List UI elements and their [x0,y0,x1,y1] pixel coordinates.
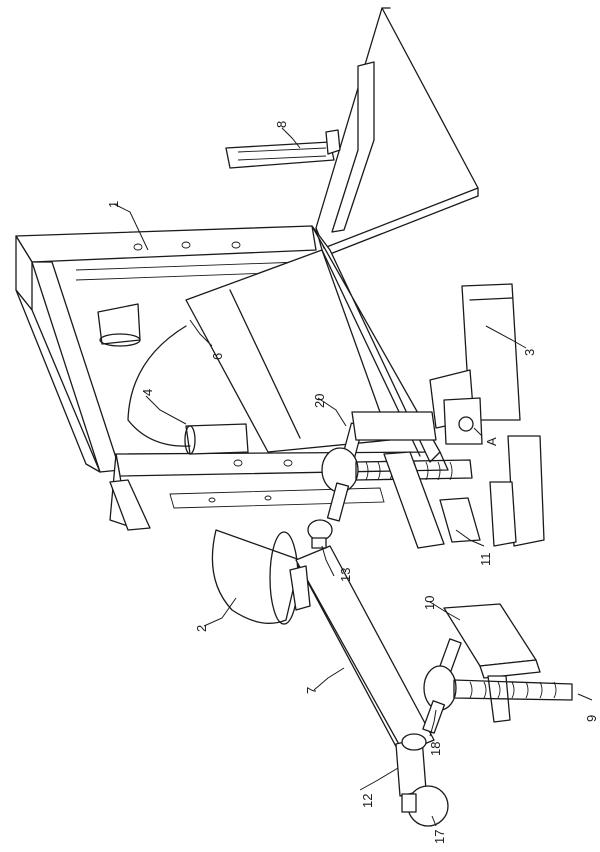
leader-17 [431,815,437,827]
leader-9 [577,693,593,701]
leader-1 [113,203,149,251]
leader-6 [189,319,213,347]
label-12: 12 [360,794,375,808]
leader-18 [429,709,437,737]
part-9-screw [453,679,573,701]
label-2: 2 [194,625,209,632]
labels: 1 2 3 4 6 7 8 9 10 11 12 13 17 18 20 A [106,121,599,844]
part-11-slide [383,451,481,549]
arc-curve [127,325,191,447]
label-a: A [484,437,499,446]
label-11: 11 [478,553,493,567]
label-10: 10 [422,596,437,610]
label-6: 6 [210,353,225,360]
label-20: 20 [312,394,327,408]
part-6-cylinder [97,303,141,347]
detail-a-block [443,397,483,445]
leader-11 [455,529,485,547]
leader-7 [313,667,345,691]
part-18-handwheel [422,638,462,734]
label-7: 7 [304,687,319,694]
leader-2 [203,597,237,627]
label-13: 13 [338,568,353,582]
leader-10 [429,601,461,621]
leader-8 [281,127,301,149]
part-4-cylinder [184,423,249,455]
label-8: 8 [274,121,289,128]
label-17: 17 [432,830,447,844]
part-7-long-arm [295,545,435,765]
lower-support [289,565,311,611]
part-8-guide-rail [225,129,341,169]
leader-3 [485,325,527,349]
label-4: 4 [140,389,155,396]
part-10-plate [443,603,541,723]
leader-lines [113,127,593,827]
label-1: 1 [106,201,121,208]
leader-20 [317,397,347,427]
right-post [351,411,545,547]
leader-a [473,427,483,437]
leader-12 [359,767,399,791]
label-9: 9 [584,715,599,722]
part-13-knob [307,519,333,549]
label-3: 3 [522,349,537,356]
part-1-main-frame [15,225,449,531]
leader-13 [321,545,335,577]
rear-post [331,61,375,233]
label-18: 18 [428,742,443,756]
part-17-knob [401,785,449,827]
part-2-disc [211,529,301,625]
leader-4 [145,395,187,425]
